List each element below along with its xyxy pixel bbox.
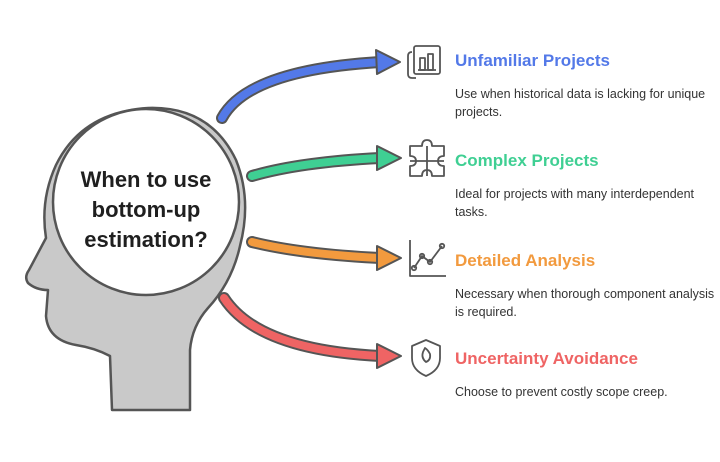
item-uncertainty-avoidance: Uncertainty Avoidance Choose to prevent … bbox=[455, 349, 715, 401]
shield-icon bbox=[411, 339, 441, 377]
arrow-unfamiliar bbox=[216, 49, 401, 124]
item-title: Uncertainty Avoidance bbox=[455, 349, 638, 368]
arrow-detailed bbox=[246, 236, 402, 271]
item-complex-projects: Complex Projects Ideal for projects with… bbox=[455, 151, 715, 221]
item-title: Detailed Analysis bbox=[455, 251, 596, 270]
puzzle-icon bbox=[409, 139, 445, 177]
item-detailed-analysis: Detailed Analysis Necessary when thoroug… bbox=[455, 251, 715, 321]
item-unfamiliar-projects: Unfamiliar Projects Use when historical … bbox=[455, 51, 715, 121]
line-chart-icon bbox=[409, 240, 446, 277]
item-description: Ideal for projects with many interdepend… bbox=[455, 187, 695, 219]
question-line: estimation? bbox=[84, 227, 208, 252]
central-question: When to use bottom-up estimation? bbox=[62, 165, 230, 255]
question-line: bottom-up bbox=[91, 197, 201, 222]
item-description: Use when historical data is lacking for … bbox=[455, 87, 706, 119]
item-description: Choose to prevent costly scope creep. bbox=[455, 385, 668, 399]
item-title: Complex Projects bbox=[455, 151, 599, 170]
question-line: When to use bbox=[80, 167, 212, 192]
arrow-complex bbox=[246, 145, 402, 182]
item-title: Unfamiliar Projects bbox=[455, 51, 610, 70]
arrow-uncertainty bbox=[218, 292, 402, 369]
thought-circle bbox=[51, 107, 241, 297]
building-plan-icon bbox=[407, 45, 441, 79]
item-description: Necessary when thorough component analys… bbox=[455, 287, 715, 319]
